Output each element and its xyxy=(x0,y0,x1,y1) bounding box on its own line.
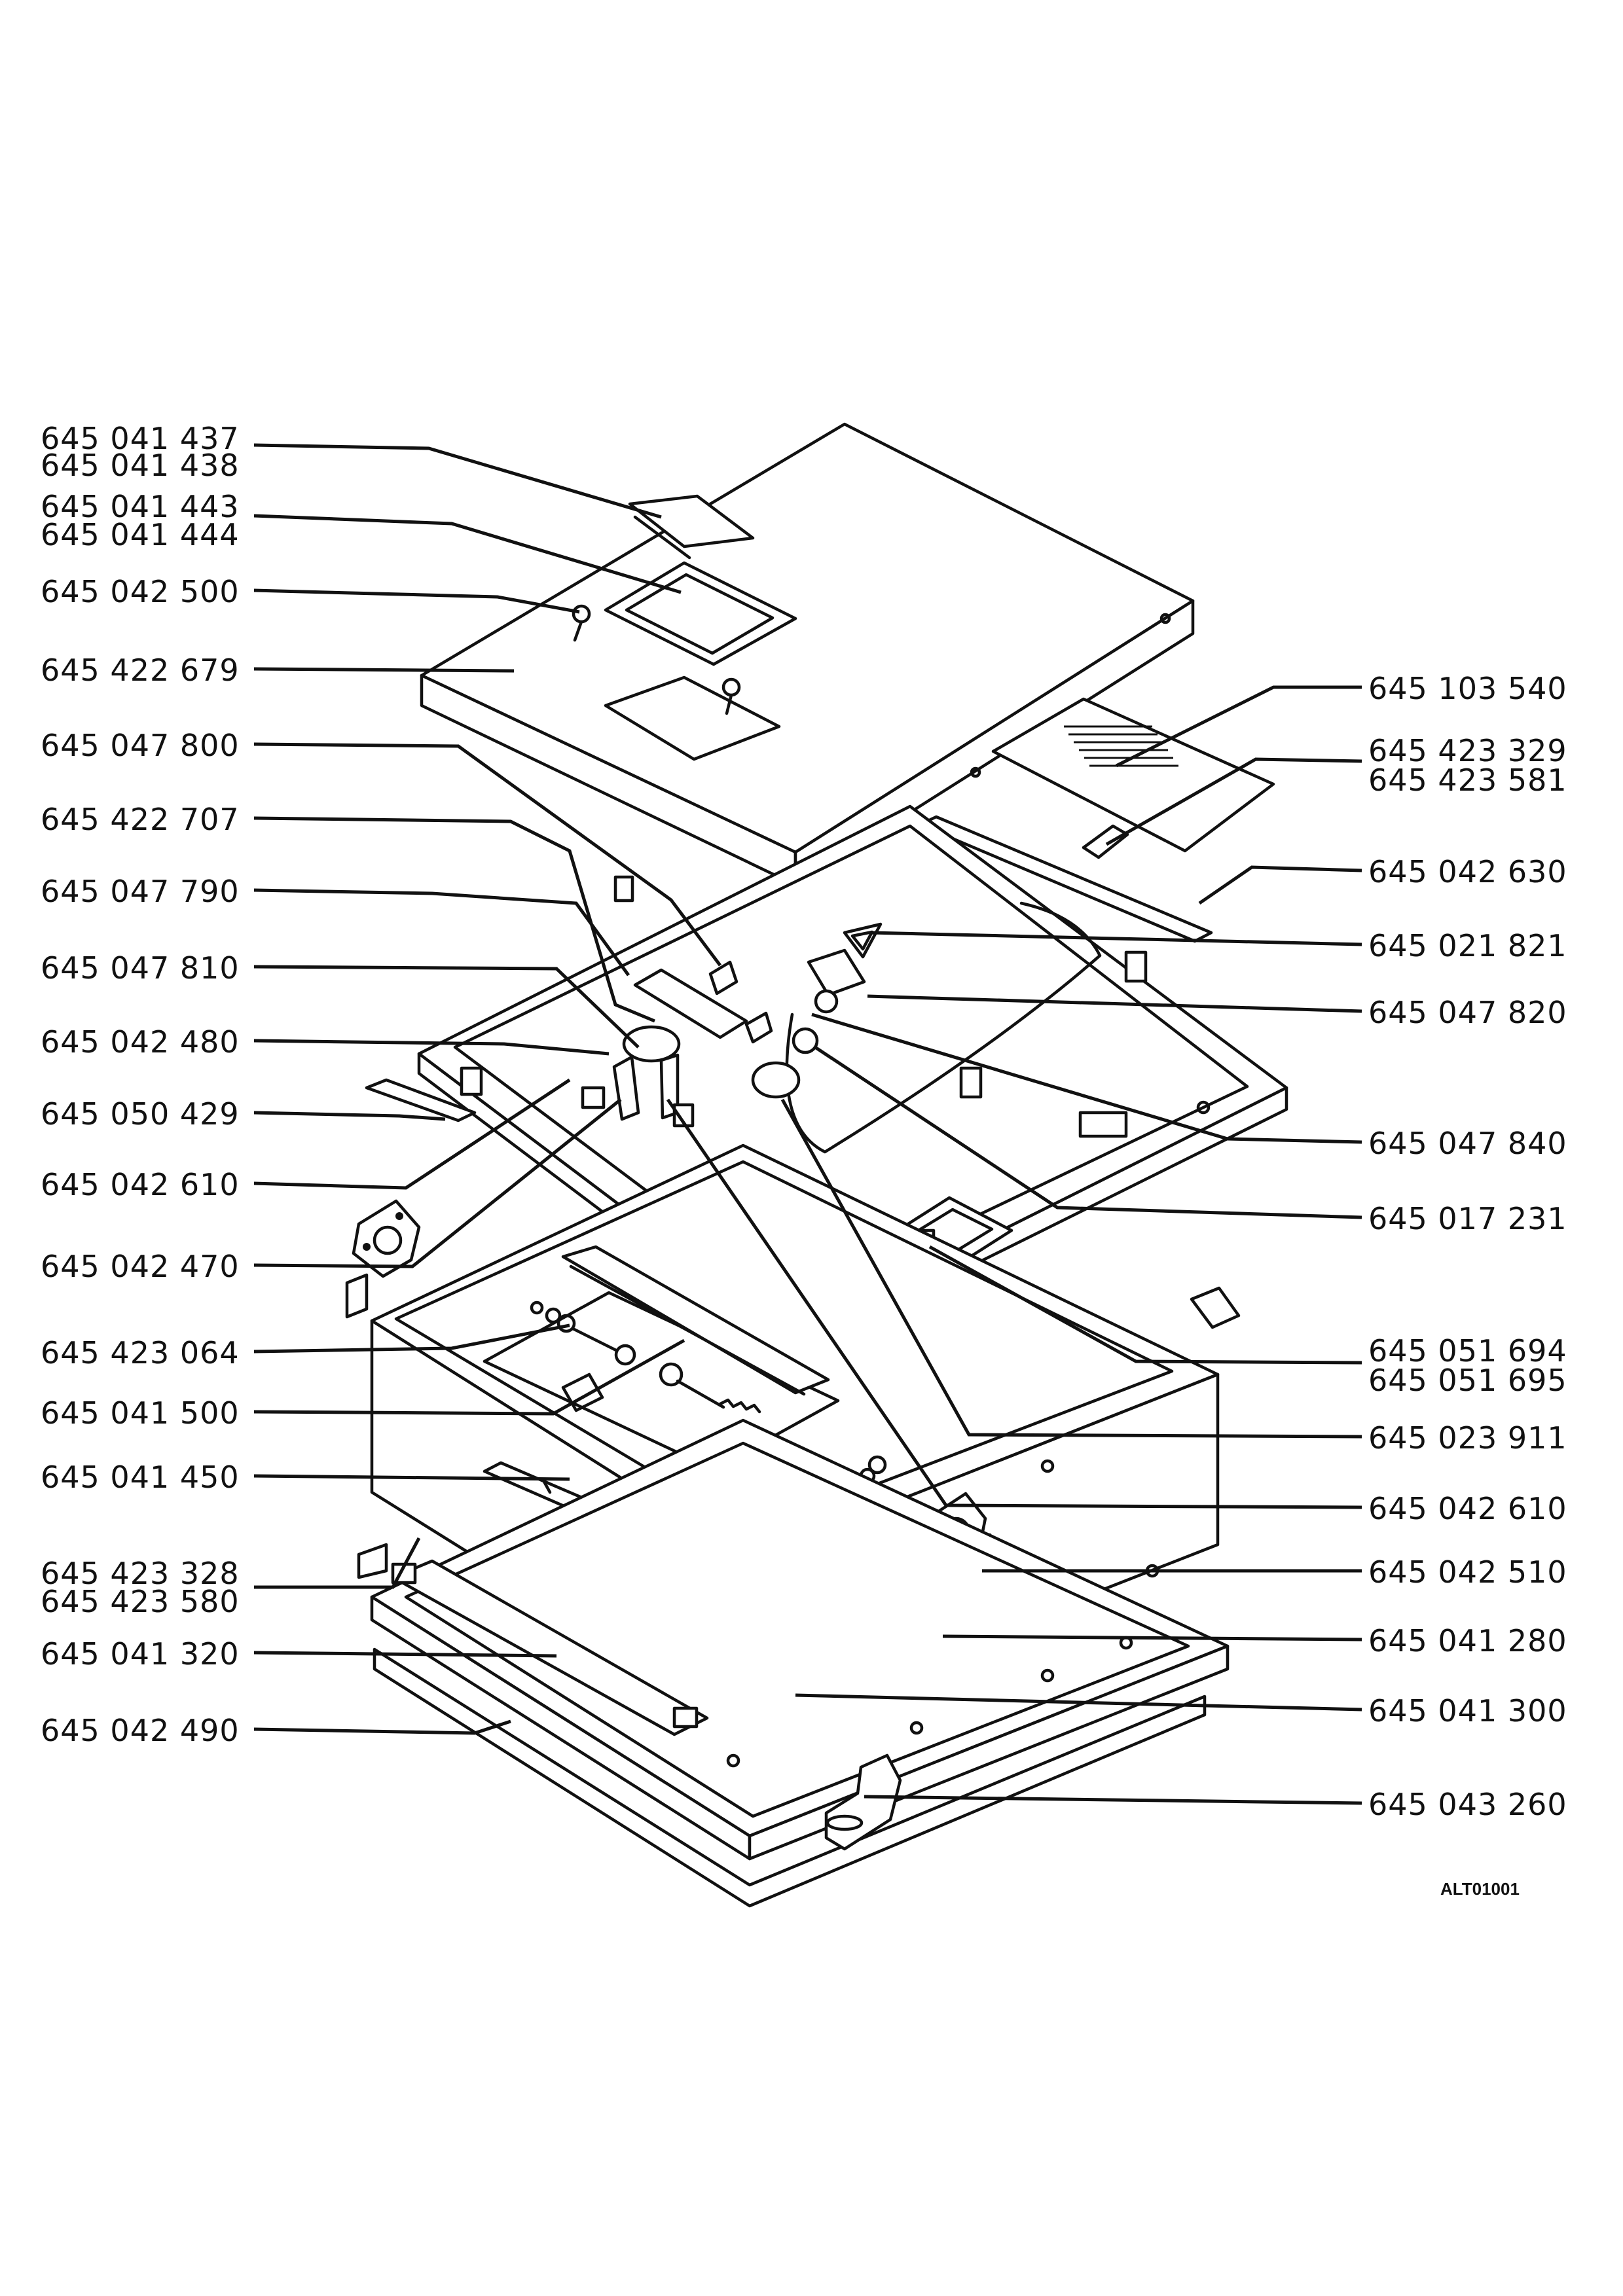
label-L14: 645 041 500 xyxy=(41,1395,240,1431)
label-L11: 645 042 610 xyxy=(41,1167,240,1202)
label-L16-line2: 645 423 580 xyxy=(41,1584,240,1619)
label-R4: 645 021 821 xyxy=(1368,928,1567,963)
label-L12: 645 042 470 xyxy=(41,1249,240,1284)
label-R10: 645 042 610 xyxy=(1368,1491,1567,1526)
label-L10: 645 050 429 xyxy=(41,1096,240,1132)
base-plate xyxy=(370,1418,1230,1908)
label-L4: 645 422 679 xyxy=(41,653,240,688)
label-L1-line2: 645 041 438 xyxy=(41,448,240,483)
label-L13: 645 423 064 xyxy=(41,1335,240,1371)
top-lid xyxy=(420,422,1195,887)
leader-lines xyxy=(253,443,1362,1805)
label-L8: 645 047 810 xyxy=(41,950,240,986)
label-R2-line2: 645 423 581 xyxy=(1368,762,1567,798)
label-R8-line1: 645 051 694 xyxy=(1368,1333,1567,1369)
left-labels: 645 041 437 645 041 438 645 041 443 645 … xyxy=(41,421,240,1748)
label-R13: 645 041 300 xyxy=(1368,1693,1567,1729)
drawing-code: ALT01001 xyxy=(1440,1879,1520,1899)
label-R7: 645 017 231 xyxy=(1368,1201,1567,1236)
label-L2-line2: 645 041 444 xyxy=(41,517,240,552)
label-L1-line1: 645 041 437 xyxy=(41,421,240,456)
label-R2-line1: 645 423 329 xyxy=(1368,733,1567,768)
label-L5: 645 047 800 xyxy=(41,728,240,763)
label-R6: 645 047 840 xyxy=(1368,1126,1567,1161)
housing-drawing xyxy=(345,422,1288,1908)
ventilation-plate xyxy=(918,697,1275,943)
label-L17: 645 041 320 xyxy=(41,1636,240,1672)
label-L3: 645 042 500 xyxy=(41,574,240,609)
label-R12: 645 041 280 xyxy=(1368,1623,1567,1659)
label-L18: 645 042 490 xyxy=(41,1713,240,1748)
label-L16-line1: 645 423 328 xyxy=(41,1556,240,1591)
label-L15: 645 041 450 xyxy=(41,1460,240,1495)
right-labels: 645 103 540 645 423 329 645 423 581 645 … xyxy=(1368,671,1567,1822)
label-R11: 645 042 510 xyxy=(1368,1554,1567,1590)
label-R8-line2: 645 051 695 xyxy=(1368,1363,1567,1398)
label-L9: 645 042 480 xyxy=(41,1024,240,1060)
label-R3: 645 042 630 xyxy=(1368,854,1567,889)
label-L7: 645 047 790 xyxy=(41,874,240,909)
label-R5: 645 047 820 xyxy=(1368,995,1567,1030)
label-R1: 645 103 540 xyxy=(1368,671,1567,706)
label-L2-line1: 645 041 443 xyxy=(41,489,240,524)
label-R14: 645 043 260 xyxy=(1368,1787,1567,1822)
label-R9: 645 023 911 xyxy=(1368,1420,1567,1456)
label-L6: 645 422 707 xyxy=(41,802,240,837)
